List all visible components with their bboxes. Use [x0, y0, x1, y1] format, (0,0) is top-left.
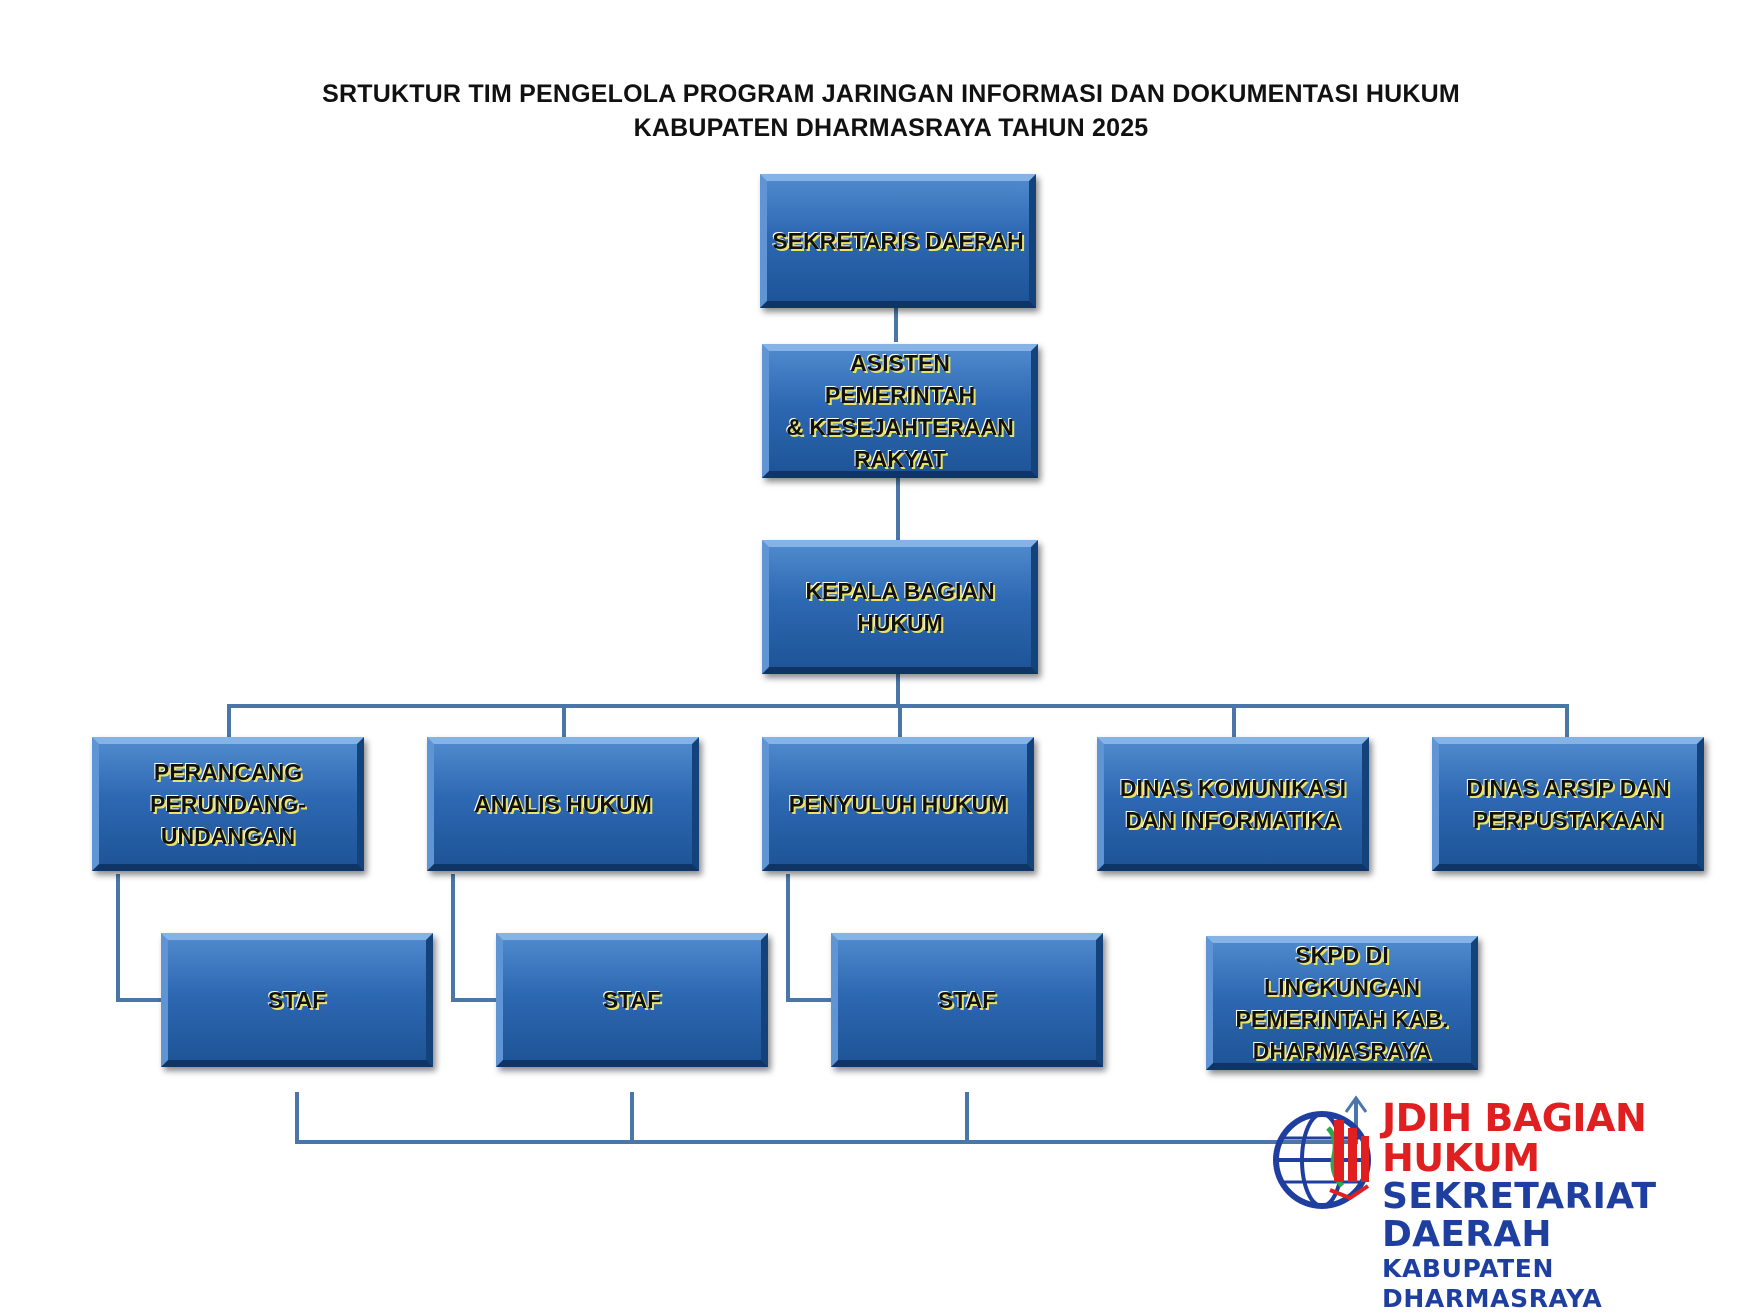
node-label: PENYULUH HUKUM	[788, 791, 1008, 817]
node-kepala-bagian-hukum: KEPALA BAGIAN HUKUM	[762, 540, 1038, 674]
globe-jdih-icon	[1273, 1111, 1371, 1209]
node-asisten-pemerintah: ASISTEN PEMERINTAH & KESEJAHTERAAN RAKYA…	[762, 344, 1038, 478]
node-sekretaris-daerah: SEKRETARIS DAERAH	[760, 174, 1036, 308]
node-skpd-lingkungan-pemerintah: SKPD DI LINGKUNGAN PEMERINTAH KAB. DHARM…	[1206, 936, 1478, 1070]
connector-perancang-staf1	[116, 874, 162, 1002]
node-staf-perancang: STAF	[161, 933, 433, 1067]
node-label: ASISTEN PEMERINTAH & KESEJAHTERAAN RAKYA…	[786, 350, 1014, 472]
node-label: DINAS ARSIP DAN PERPUSTAKAAN	[1466, 775, 1670, 833]
node-staf-penyuluh: STAF	[831, 933, 1103, 1067]
node-label: PERANCANG PERUNDANG- UNDANGAN	[150, 759, 306, 849]
node-label: STAF	[937, 987, 997, 1013]
node-label: KEPALA BAGIAN HUKUM	[805, 578, 995, 636]
connector-analis-staf2	[451, 874, 497, 1002]
connector-arrow-head	[1344, 1095, 1368, 1113]
node-penyuluh-hukum: PENYULUH HUKUM	[762, 737, 1034, 871]
connector-lines	[116, 306, 1569, 1144]
logo-line-2: SEKRETARIAT DAERAH	[1382, 1176, 1657, 1255]
node-staf-analis: STAF	[496, 933, 768, 1067]
node-dinas-arsip-perpustakaan: DINAS ARSIP DAN PERPUSTAKAAN	[1432, 737, 1704, 871]
node-label: SKPD DI LINGKUNGAN PEMERINTAH KAB. DHARM…	[1235, 942, 1449, 1064]
logo-line-1: JDIH BAGIAN HUKUM	[1382, 1096, 1647, 1180]
node-perancang-perundang-undangan: PERANCANG PERUNDANG- UNDANGAN	[92, 737, 364, 871]
node-dinas-komunikasi-informatika: DINAS KOMUNIKASI DAN INFORMATIKA	[1097, 737, 1369, 871]
node-label: ANALIS HUKUM	[474, 791, 652, 817]
node-label: STAF	[267, 987, 327, 1013]
logo-line-3: KABUPATEN DHARMASRAYA	[1382, 1254, 1603, 1313]
node-analis-hukum: ANALIS HUKUM	[427, 737, 699, 871]
logo-text-block: JDIH BAGIAN HUKUM SEKRETARIAT DAERAH KAB…	[1382, 1098, 1740, 1314]
node-label: DINAS KOMUNIKASI DAN INFORMATIKA	[1119, 775, 1347, 833]
jdih-logo: JDIH BAGIAN HUKUM SEKRETARIAT DAERAH KAB…	[1270, 1098, 1740, 1313]
node-label: STAF	[602, 987, 662, 1013]
connector-penyuluh-staf3	[786, 874, 832, 1002]
diagram-title-line-1: SRTUKTUR TIM PENGELOLA PROGRAM JARINGAN …	[322, 80, 1460, 108]
node-label: SEKRETARIS DAERAH	[772, 228, 1024, 254]
diagram-title-line-2: KABUPATEN DHARMASRAYA TAHUN 2025	[633, 114, 1149, 142]
